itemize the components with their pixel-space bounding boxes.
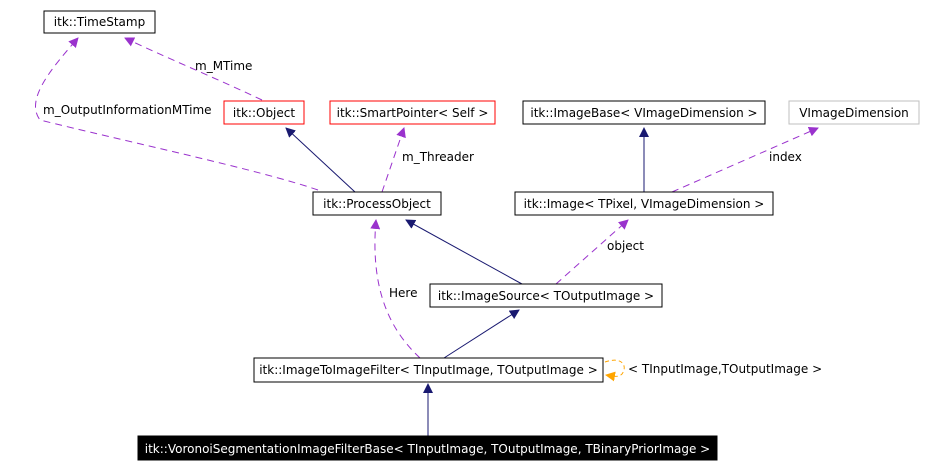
node-vimagedimension[interactable]: VImageDimension <box>788 100 920 125</box>
label-here: Here <box>389 286 417 300</box>
edge-imagetoimagefilter-template-loop <box>604 359 625 382</box>
node-image[interactable]: itk::Image< TPixel, VImageDimension > <box>514 191 774 216</box>
label-index: index <box>769 150 802 164</box>
node-imagesource-label: itk::ImageSource< TOutputImage > <box>438 289 654 303</box>
node-smartpointer-label: itk::SmartPointer< Self > <box>337 106 489 120</box>
label-m-threader: m_Threader <box>402 150 474 164</box>
edge-processobject-timestamp <box>35 37 319 191</box>
node-imagebase[interactable]: itk::ImageBase< VImageDimension > <box>522 100 766 125</box>
label-m-outputinformationmtime: m_OutputInformationMTime <box>43 103 212 117</box>
label-m-mtime: m_MTime <box>195 59 252 73</box>
node-imagetoimagefilter-label: itk::ImageToImageFilter< TInputImage, TO… <box>259 363 598 377</box>
edge-imagesource-image <box>555 219 629 285</box>
node-timestamp-label: itk::TimeStamp <box>54 15 145 29</box>
node-imagetoimagefilter-box <box>253 357 604 383</box>
node-processobject-label: itk::ProcessObject <box>323 197 431 211</box>
node-smartpointer[interactable]: itk::SmartPointer< Self > <box>329 100 496 125</box>
edge-processobject-smartpointer <box>381 127 406 193</box>
node-vimagedimension-box <box>788 100 920 125</box>
edge-imagetoimagefilter-imagesource <box>443 309 520 359</box>
node-voronoi[interactable]: itk::VoronoiSegmentationImageFilterBase<… <box>137 435 718 461</box>
node-image-label: itk::Image< TPixel, VImageDimension > <box>524 197 765 211</box>
node-processobject[interactable]: itk::ProcessObject <box>312 191 442 216</box>
node-timestamp-box <box>43 10 156 34</box>
node-processobject-box <box>312 191 442 216</box>
node-imagebase-box <box>522 100 766 125</box>
label-template-args: < TInputImage,TOutputImage > <box>628 362 822 376</box>
node-object[interactable]: itk::Object <box>223 100 305 125</box>
node-imagetoimagefilter[interactable]: itk::ImageToImageFilter< TInputImage, TO… <box>253 357 604 383</box>
edge-imagetoimagefilter-processobject <box>370 219 421 359</box>
node-image-box <box>514 191 774 216</box>
node-smartpointer-box <box>329 100 496 125</box>
edge-image-vimagedimension <box>671 127 819 193</box>
edge-imagesource-processobject <box>405 219 523 285</box>
node-voronoi-label: itk::VoronoiSegmentationImageFilterBase<… <box>145 442 710 456</box>
node-voronoi-box <box>137 435 718 461</box>
edge-processobject-object <box>285 127 356 193</box>
node-imagesource[interactable]: itk::ImageSource< TOutputImage > <box>429 283 663 308</box>
node-object-box <box>223 100 305 125</box>
node-imagesource-box <box>429 283 663 308</box>
edge-object-timestamp <box>124 37 263 101</box>
label-object: object <box>607 239 644 253</box>
node-imagebase-label: itk::ImageBase< VImageDimension > <box>530 106 757 120</box>
node-object-label: itk::Object <box>233 106 295 120</box>
node-timestamp[interactable]: itk::TimeStamp <box>43 10 156 34</box>
node-vimagedimension-label: VImageDimension <box>799 106 909 120</box>
